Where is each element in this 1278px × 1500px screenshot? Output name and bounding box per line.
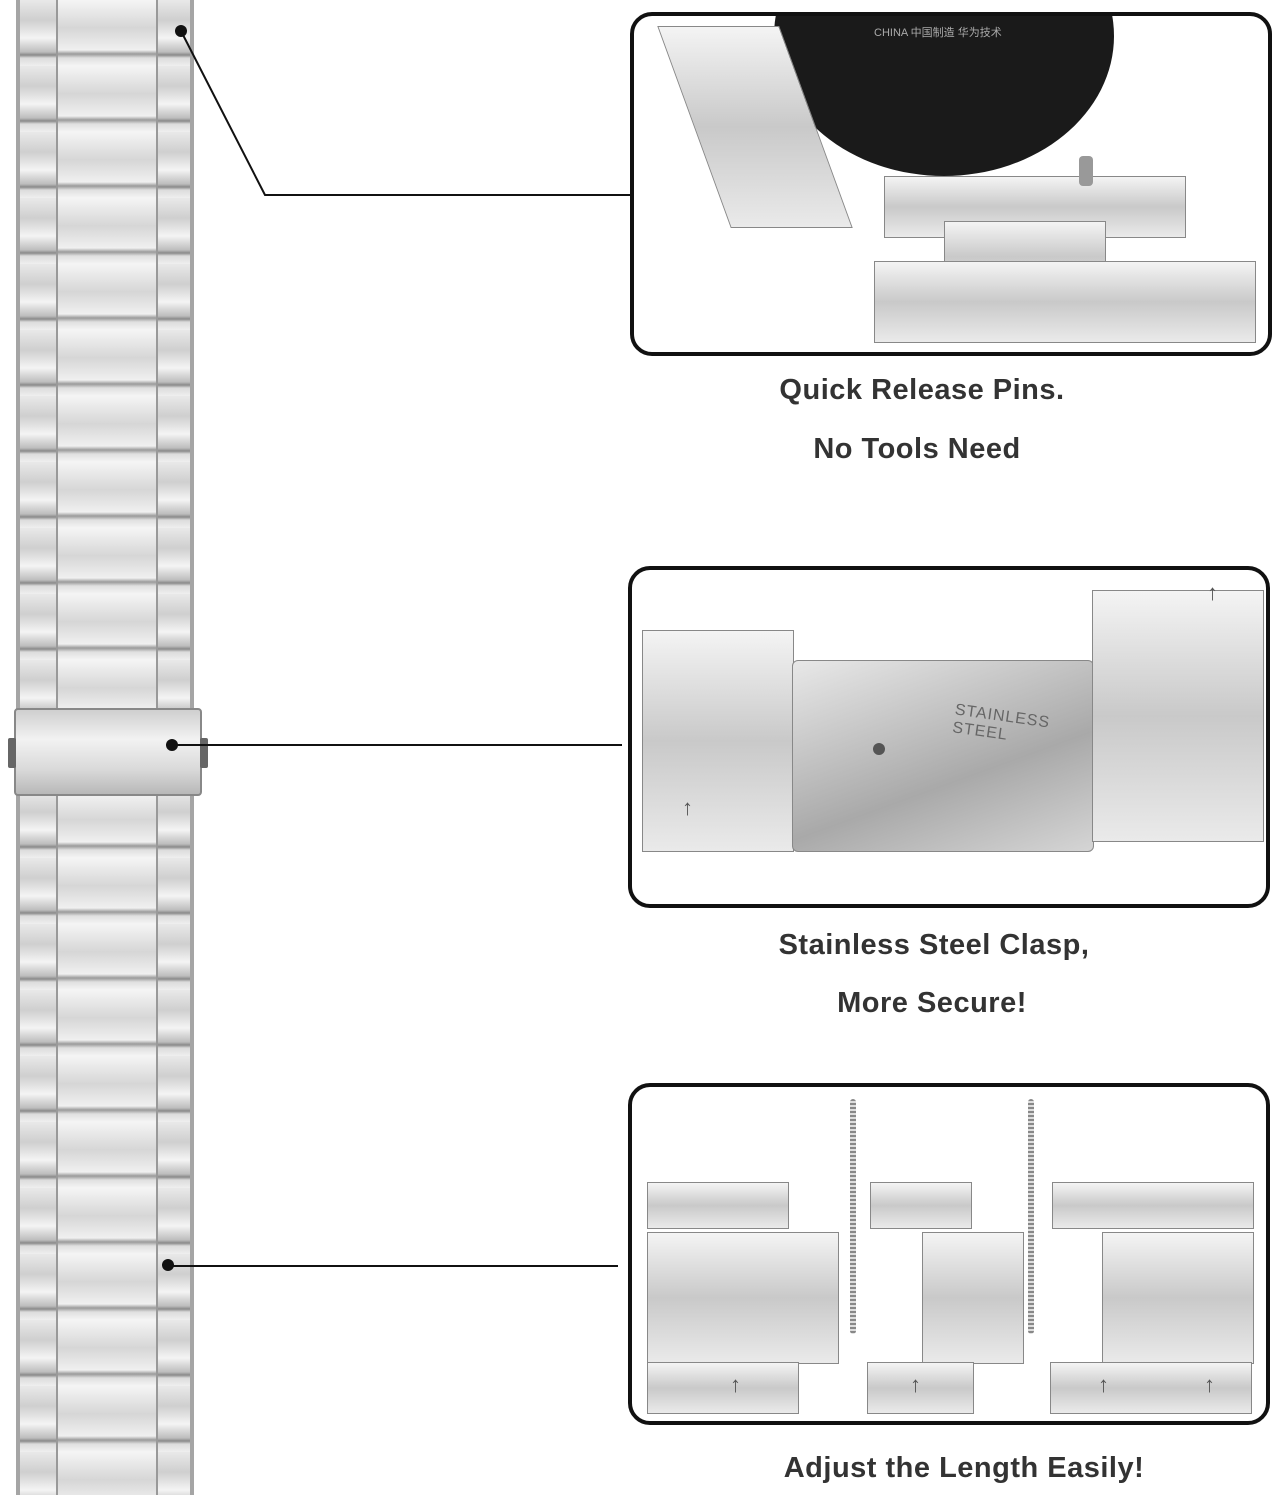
arrow-icon: ↑	[730, 1372, 741, 1397]
caption-title: Quick Release Pins.	[779, 374, 1065, 406]
arrow-icon: ↑	[682, 795, 693, 820]
arrow-icon: ↑	[1098, 1372, 1109, 1397]
arrow-icon: ↑	[910, 1372, 921, 1397]
adjust-links-photo: ↑ ↑ ↑ ↑	[628, 1083, 1270, 1425]
caption-title: Stainless Steel Clasp,	[778, 929, 1090, 961]
clasp-button	[8, 738, 16, 768]
strap-link	[874, 261, 1256, 343]
quick-release-pin	[1079, 156, 1093, 186]
quick-release-pins-photo: CHINA 中国制造 华为技术	[630, 12, 1272, 356]
strap-link	[647, 1362, 799, 1414]
strap-link	[867, 1362, 974, 1414]
strap-link	[1050, 1362, 1252, 1414]
strap-link	[922, 1232, 1024, 1364]
strap-link	[1092, 590, 1264, 842]
caption-subtitle: No Tools Need	[813, 433, 1021, 465]
strap-link	[1052, 1182, 1254, 1229]
strap-link	[1102, 1232, 1254, 1364]
arrow-icon: ↑	[1207, 580, 1218, 605]
link-pin	[1028, 1099, 1034, 1334]
strap-link	[647, 1182, 789, 1229]
callout-line	[168, 1265, 618, 1267]
clasp-button	[200, 738, 208, 768]
link-pin	[850, 1099, 856, 1334]
strap-link	[642, 630, 794, 852]
callout-line	[172, 744, 622, 746]
strap-link	[870, 1182, 972, 1229]
caption-title: Adjust the Length Easily!	[783, 1452, 1145, 1484]
caption-subtitle: More Secure!	[837, 987, 1027, 1019]
clasp-plate: STAINLESS STEEL	[792, 660, 1094, 852]
strap-link	[647, 1232, 839, 1364]
strap-clasp	[8, 708, 208, 796]
callout-line	[180, 30, 630, 196]
clasp-rivet	[873, 743, 885, 755]
arrow-icon: ↑	[1204, 1372, 1215, 1397]
clasp-photo: STAINLESS STEEL ↑ ↑	[628, 566, 1270, 908]
